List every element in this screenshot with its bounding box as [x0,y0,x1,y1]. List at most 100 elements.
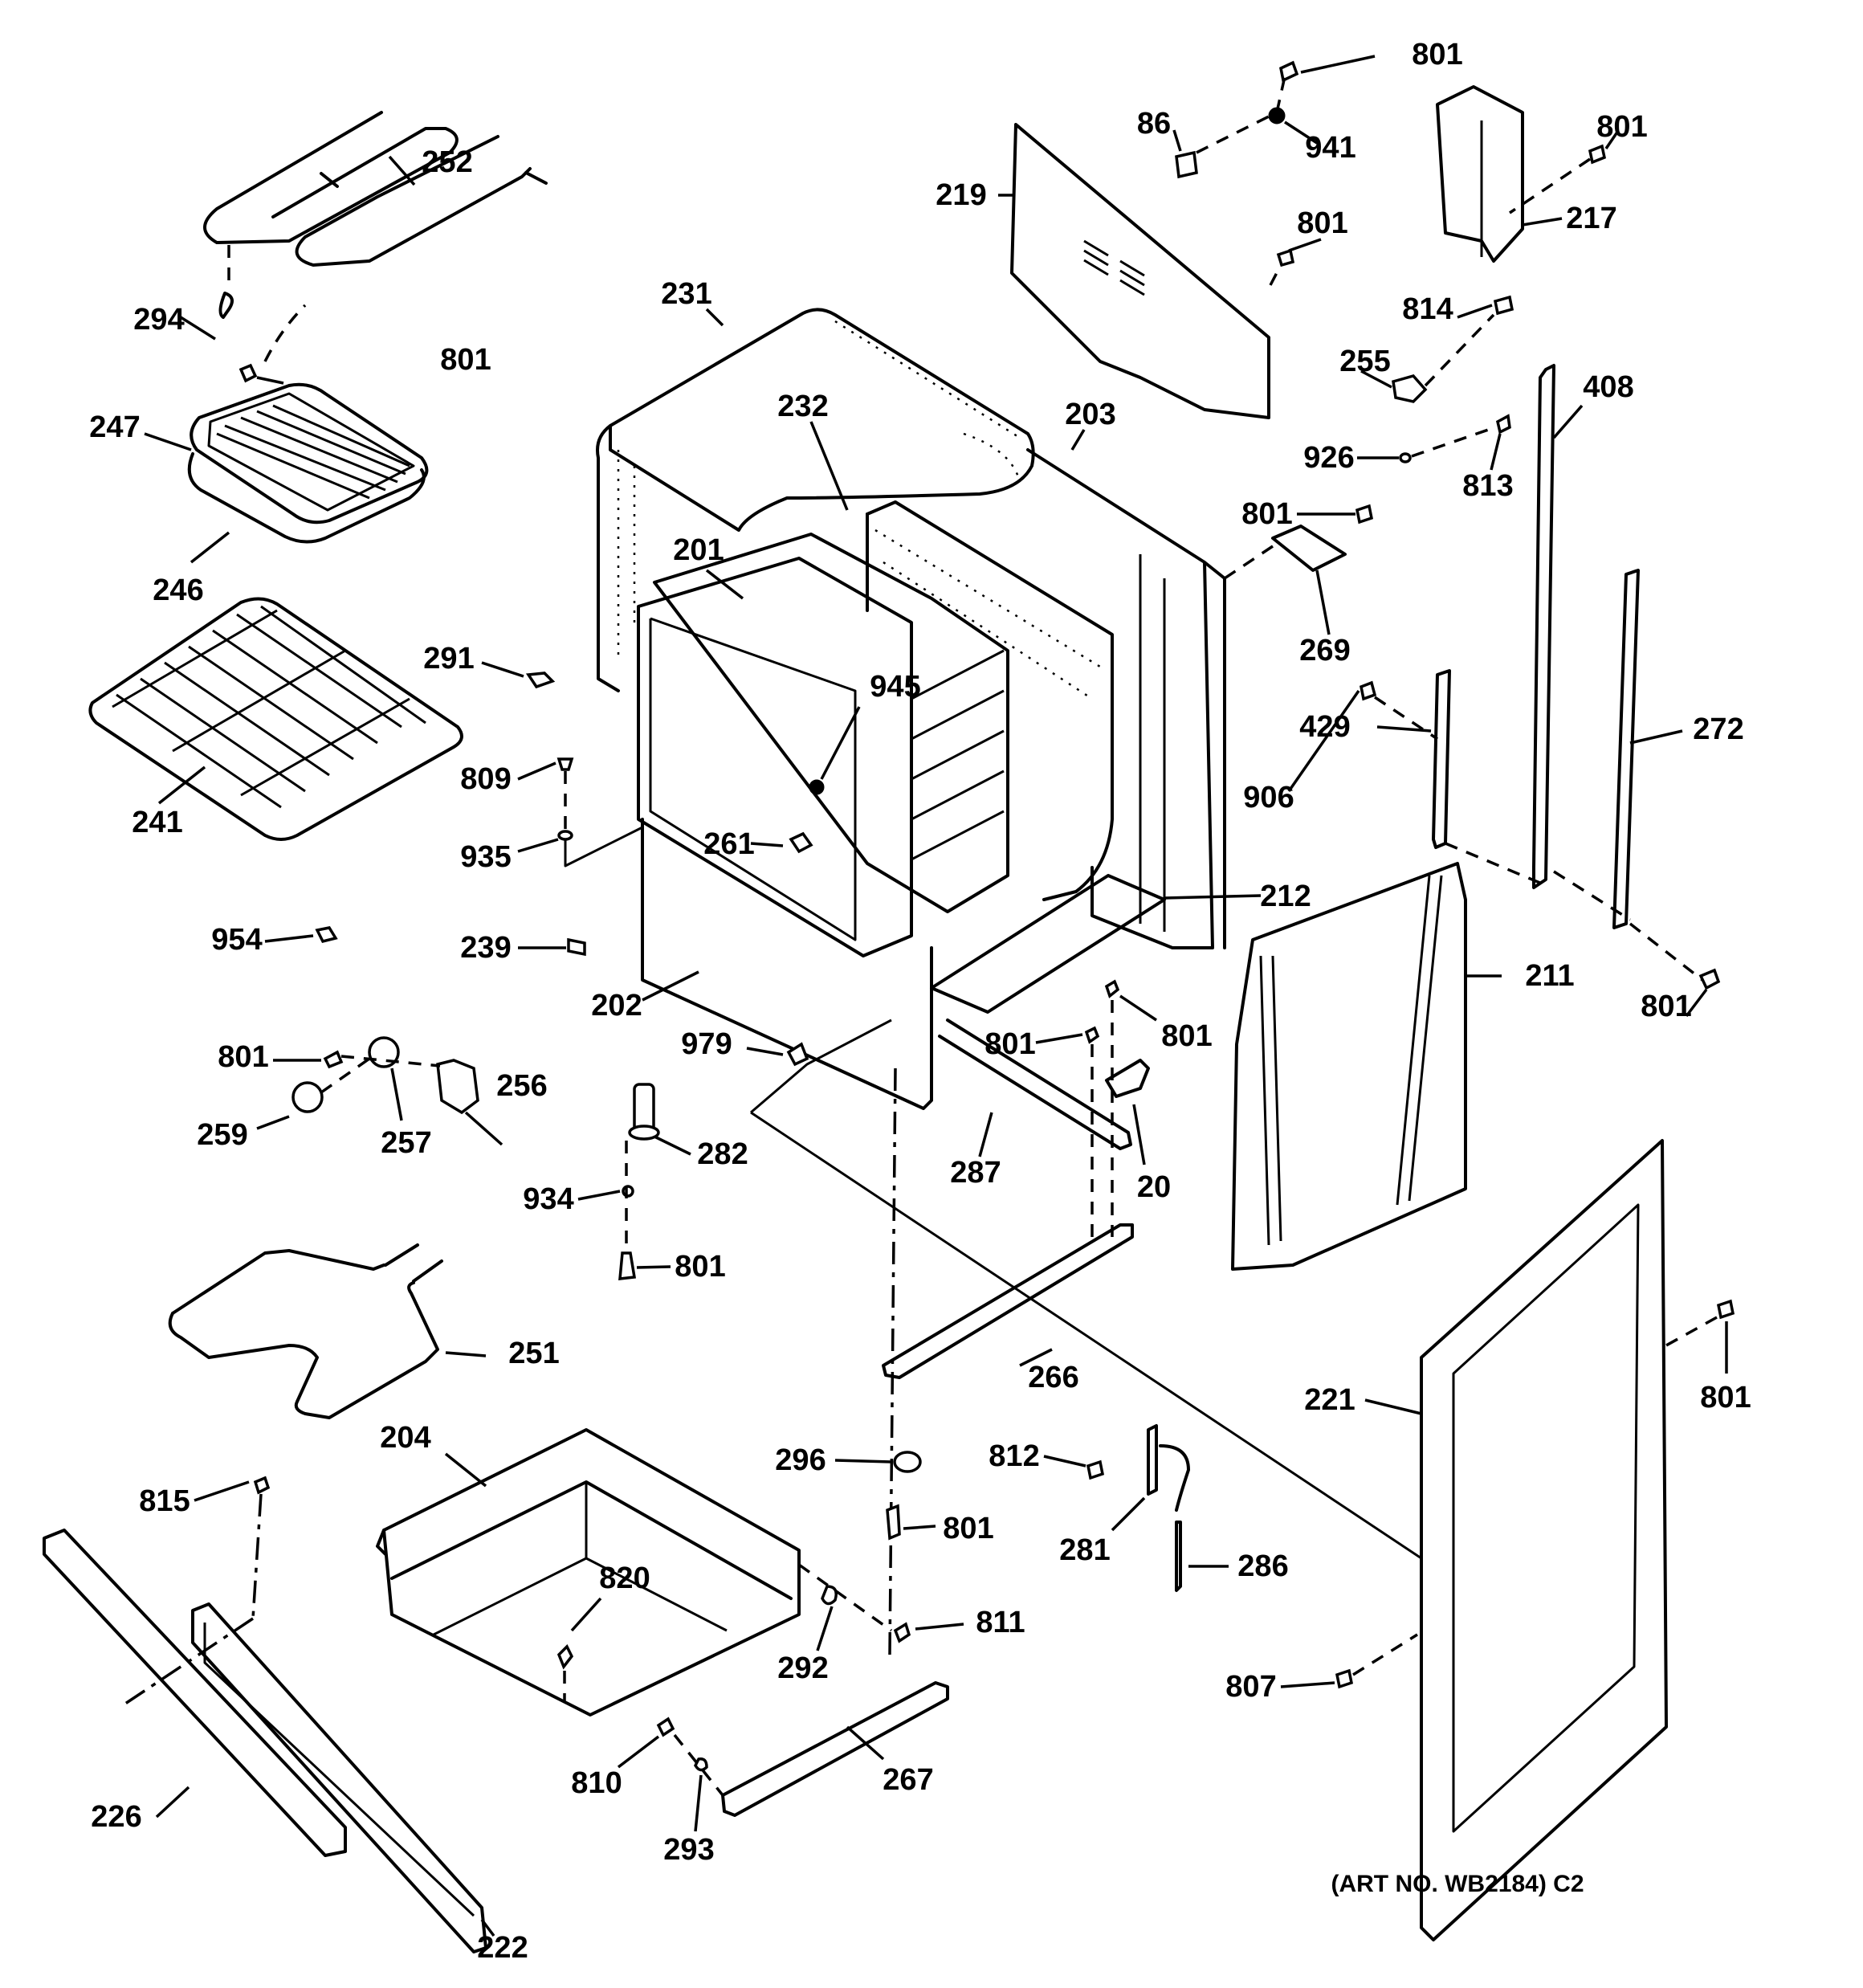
part-number-label-252: 252 [422,145,472,179]
part-number-label-281: 281 [1059,1533,1110,1567]
part-number-label-286: 286 [1237,1549,1288,1583]
part-number-label-203: 203 [1065,398,1115,431]
part-number-label-926: 926 [1303,441,1354,475]
screw-part [120,1476,271,1708]
plug-part [809,706,861,795]
part-number-label-272: 272 [1693,712,1743,746]
part-number-label-232: 232 [777,390,828,423]
part-number-label-20: 20 [1137,1170,1171,1204]
part-number-label-801: 801 [1297,206,1347,240]
door-hinge-part [1043,1424,1229,1592]
side-trim-part [1612,569,1683,929]
part-number-label-814: 814 [1402,292,1453,326]
part-number-label-261: 261 [703,827,754,861]
part-number-label-801: 801 [1241,497,1292,531]
hinge-bracket-part [1224,504,1374,635]
drawer-front-part [191,1602,495,1953]
part-number-label-212: 212 [1260,880,1311,913]
side-panel-part [1231,862,1502,1271]
part-number-label-282: 282 [697,1137,748,1171]
part-number-label-801: 801 [1641,990,1691,1023]
part-number-label-813: 813 [1462,469,1513,503]
leveling-leg-part [834,1451,936,1541]
oven-light-assembly-part [256,1036,503,1146]
part-number-label-293: 293 [663,1833,714,1867]
part-number-label-291: 291 [423,642,474,676]
part-number-label-801: 801 [1596,110,1647,144]
broil-element-part [203,111,548,267]
part-number-label-954: 954 [211,923,262,957]
light-socket-part [750,831,813,854]
part-number-label-217: 217 [1566,202,1616,235]
part-number-label-296: 296 [775,1443,826,1477]
part-number-label-801: 801 [1700,1381,1751,1414]
side-trim-part [1532,364,1584,889]
part-number-label-247: 247 [89,410,140,444]
part-number-label-809: 809 [460,762,511,796]
part-number-label-204: 204 [380,1421,430,1455]
part-number-label-294: 294 [133,303,184,337]
part-number-label-812: 812 [989,1439,1039,1473]
oven-rack-part [88,597,463,841]
switch-hardware-parts [1357,295,1514,471]
drawer-trim-part [43,1529,347,1857]
part-number-label-202: 202 [591,989,642,1023]
part-number-label-801: 801 [984,1027,1035,1061]
part-number-label-810: 810 [571,1766,622,1800]
part-number-label-267: 267 [883,1763,933,1797]
part-number-label-221: 221 [1304,1383,1355,1417]
door-stop-part [577,1083,691,1280]
part-number-label-239: 239 [460,931,511,965]
part-number-label-807: 807 [1225,1670,1276,1704]
broiler-pan-part [144,382,429,564]
part-number-label-945: 945 [870,670,920,704]
part-number-label-811: 811 [976,1606,1025,1639]
part-number-label-269: 269 [1299,634,1350,667]
storage-drawer-part [376,1428,801,1717]
part-number-label-259: 259 [197,1118,247,1152]
part-number-label-226: 226 [91,1800,141,1834]
part-number-label-815: 815 [139,1484,190,1518]
part-number-label-201: 201 [673,533,724,567]
part-number-label-241: 241 [132,806,182,839]
part-number-label-257: 257 [381,1126,431,1160]
part-number-label-801: 801 [440,343,491,377]
bracket-part [1035,979,1157,1241]
screw-part [238,304,307,385]
part-number-label-86: 86 [1137,107,1171,141]
part-number-label-934: 934 [523,1182,573,1216]
assembly-axis-line [888,1067,897,1655]
part-number-label-222: 222 [477,1931,528,1965]
rail-parts [882,1018,1134,1379]
part-number-label-801: 801 [1161,1019,1212,1053]
part-number-label-266: 266 [1028,1361,1078,1394]
misc-small-parts [264,661,643,957]
bake-element-part [168,1243,487,1419]
oven-top-shield-part [596,308,1035,692]
trim-screw-part [1287,680,1721,1018]
rail-hardware-parts [617,1563,964,1832]
part-number-label-292: 292 [777,1651,828,1685]
rear-cover-part [998,123,1270,419]
door-inner-panel-part [1280,1139,1735,1941]
part-number-label-408: 408 [1583,370,1633,404]
leader-252 [388,155,416,186]
oven-bottom-part [930,874,1262,1014]
part-number-label-906: 906 [1243,781,1294,814]
art-number-caption: (ART NO. WB2184) C2 [1331,1871,1584,1897]
terminal-block-part [746,1018,1422,1560]
oven-body-part [1026,429,1226,949]
part-number-label-219: 219 [936,178,986,212]
part-number-label-256: 256 [496,1069,547,1103]
part-number-label-211: 211 [1525,959,1574,993]
part-number-label-941: 941 [1305,131,1355,165]
part-number-label-287: 287 [950,1156,1001,1190]
drawer-rail-part [721,1681,949,1817]
part-number-label-255: 255 [1339,345,1390,378]
part-number-label-246: 246 [153,574,203,607]
oven-rear-panel-part [809,421,1114,901]
part-number-label-429: 429 [1299,710,1350,744]
part-number-label-979: 979 [681,1027,732,1061]
